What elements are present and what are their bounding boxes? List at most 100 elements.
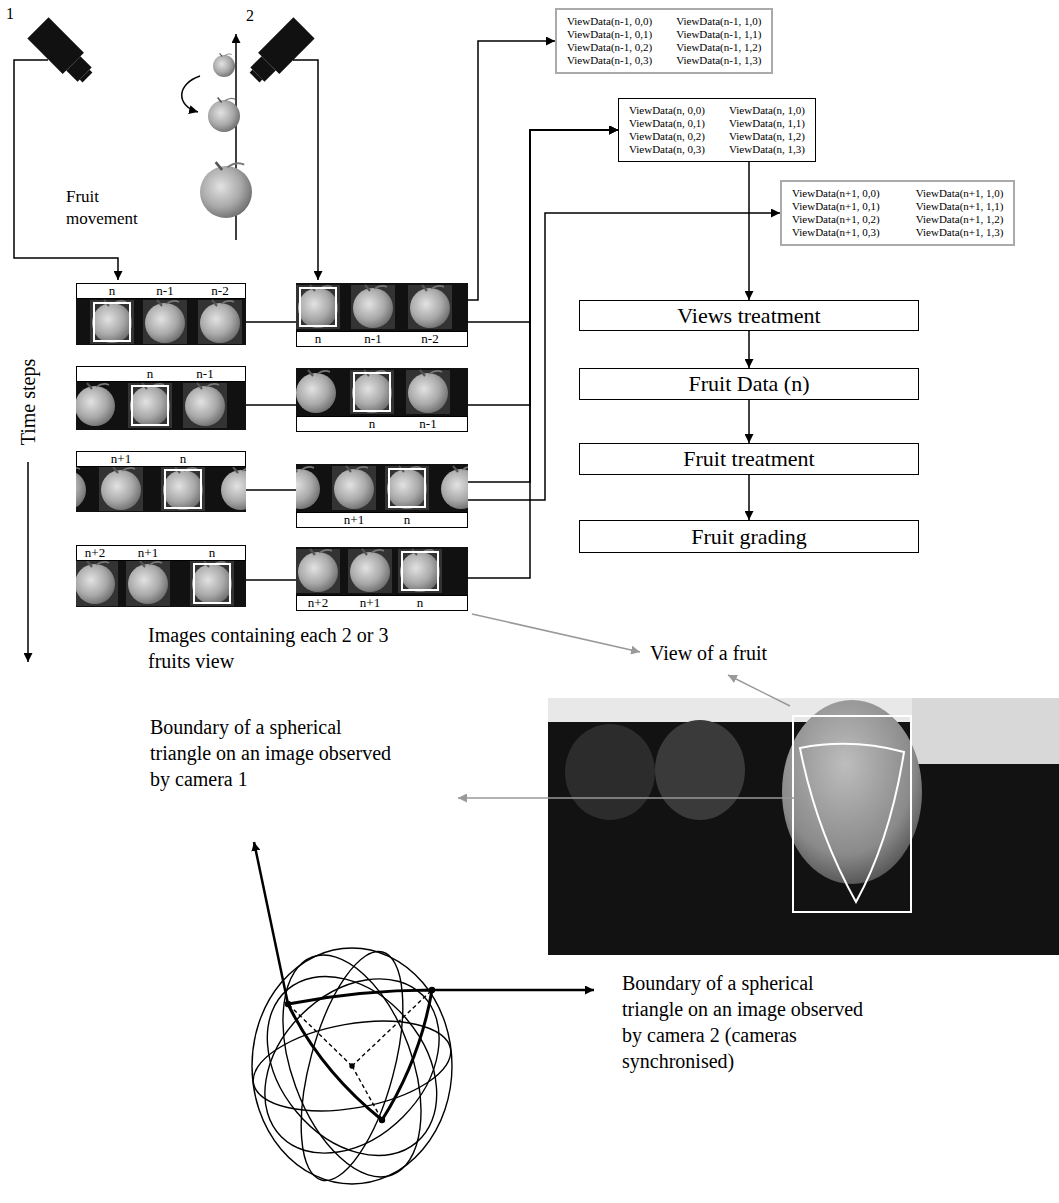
frame-index: n+2 [308,596,328,610]
view-data-entry: ViewData(n, 1,2) [729,130,805,143]
fruit-photo [548,698,1059,955]
camera-image-strip [296,368,468,416]
camera-image-strip [99,467,143,511]
connector [468,130,618,405]
frame-index: n [369,417,376,431]
frame-index: n-2 [421,332,438,346]
camera-image-strip [296,283,468,331]
connector [748,162,750,300]
camera-image-strip [221,467,261,510]
camera-image-strip [296,549,340,593]
connector [246,579,296,581]
frame-index: n+2 [85,546,105,560]
camera-image-strip [190,561,234,606]
camera-image-strip [387,466,427,509]
camera-image-strip [46,466,261,512]
fruit-movement-figure [182,76,200,112]
index-band: n+2 n+1 n [76,545,246,561]
fruit-movement-figure [213,53,235,77]
view-data-entry: ViewData(n-1, 1,2) [676,41,761,54]
camera-image-strip [280,464,481,512]
sphere-figure [281,941,423,1191]
view-data-box: ViewData(n+1, 0,0)ViewData(n+1, 1,0)View… [780,180,1015,246]
camera-image-strip [200,300,240,343]
sphere-figure [380,1118,385,1123]
connector [246,321,296,323]
camera-image-strip [46,467,86,510]
view-data-entry: ViewData(n+1, 1,1) [916,200,1004,213]
camera-icon [250,56,275,81]
view-data-entry: ViewData(n, 0,3) [629,143,705,156]
camera-image-strip [90,300,134,344]
camera-image-strip [406,370,450,414]
camera-image-strip [296,368,468,416]
index-band: n+1n [296,512,468,528]
connector [246,489,296,491]
camera-image-strip [408,370,448,413]
index-band: nn-1 [76,366,246,382]
sphere-figure [246,1007,458,1124]
view-data-box: ViewData(n, 0,0)ViewData(n, 1,0)ViewData… [618,98,816,162]
camera-image-strip [298,549,338,592]
frame-index: n+1 [138,546,158,560]
sphere-figure [350,1064,354,1068]
view-data-box: ViewData(n-1, 0,0)ViewData(n-1, 1,0)View… [555,8,773,74]
callout-label: Boundary of a spherical triangle on an i… [622,970,872,1074]
camera-image-strip [332,466,376,510]
camera-image-strip [198,300,242,344]
camera-image-strip [128,383,172,428]
fruit-photo [793,716,911,912]
image-strip: nn-1n-2 [76,283,246,345]
camera-image-strip [296,547,468,595]
connector [468,130,618,578]
camera-image-strip [354,373,390,411]
camera-image-strip [296,547,468,595]
camera-image-strip [389,469,425,507]
view-data-entry: ViewData(n-1, 0,3) [567,54,652,67]
view-data-entry: ViewData(n, 0,2) [629,130,705,143]
view-data-entry: ViewData(n, 0,1) [629,117,705,130]
camera-feed-line [14,60,318,280]
camera-image-strip [296,283,468,331]
camera-image-strip [94,303,130,341]
process-box: Fruit Data (n) [579,368,919,400]
sphere-figure [256,936,448,1195]
index-band: n+2n+1n [296,595,468,611]
camera-image-strip [126,561,170,606]
camera-image-strip [76,560,246,607]
process-box: Views treatment [579,300,919,331]
camera-image-strip [410,285,450,328]
image-strip: n+2 n+1 n [76,545,246,607]
camera-number: 1 [6,4,14,25]
process-label: Fruit treatment [683,446,814,472]
index-band: n+1n [76,451,246,467]
view-data-entry: ViewData(n-1, 0,2) [567,41,652,54]
camera-icon [80,70,93,83]
frame-index: n [180,452,187,466]
connector [748,331,750,368]
camera-feed-line [293,60,318,280]
sphere-figure [288,990,432,1120]
camera-image-strip [76,561,118,606]
camera-image-strip [385,466,429,510]
camera-image-strip [192,561,232,604]
camera-image-strip [183,383,227,428]
image-strip: n+1n [76,451,246,512]
view-data-entry: ViewData(n-1, 1,3) [676,54,761,67]
camera-image-strip [408,285,452,329]
sphere-figure [254,842,288,1004]
fruit-movement-figure [200,162,252,218]
frame-index: n [147,367,154,381]
fruit-photo [565,724,655,820]
frame-index: n [209,546,216,560]
camera-number: 2 [246,6,254,27]
view-data-entry: ViewData(n-1, 0,1) [567,28,652,41]
frame-index: n-1 [156,284,173,298]
camera-image-strip [76,299,246,345]
view-data-entry: ViewData(n+1, 0,2) [792,213,880,226]
camera-image-strip [194,564,230,603]
frame-index: n+1 [344,513,364,527]
fruit-photo [655,720,745,820]
connector [246,404,296,406]
